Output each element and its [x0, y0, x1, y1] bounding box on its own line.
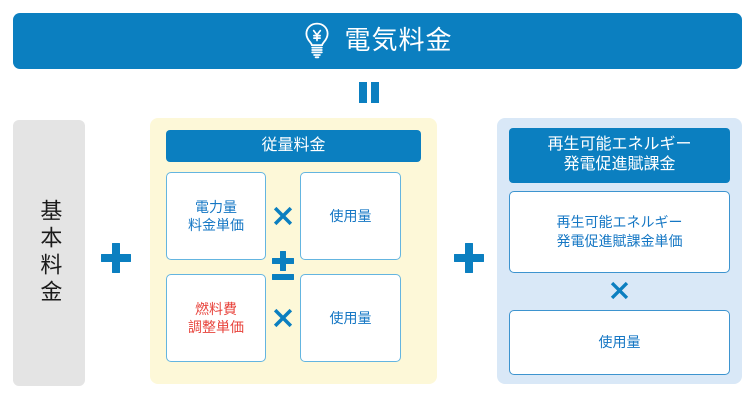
renewable-levy-unit-price-label: 再生可能エネルギー 発電促進賦課金単価	[557, 213, 683, 251]
renewable-levy-unit-price-box: 再生可能エネルギー 発電促進賦課金単価	[509, 190, 730, 273]
usage-row1-unit-price-box: 電力量 料金単価	[166, 172, 266, 261]
usage-row2-unit-price-line1: 燃料費	[195, 301, 237, 317]
usage-row1-unit-price-line1: 電力量	[195, 199, 237, 215]
renewable-levy-header-line2: 発電促進賦課金	[563, 156, 676, 174]
renewable-levy-quantity-label: 使用量	[598, 333, 641, 350]
equals-connector	[359, 82, 379, 103]
usage-row1-unit-price-line2: 料金単価	[188, 217, 244, 234]
usage-row1-unit-price-label: 電力量 料金単価	[188, 198, 244, 235]
lightbulb-yen-icon	[302, 22, 332, 60]
basic-charge-panel: 基本料金	[13, 120, 85, 386]
usage-charge-header: 従量料金	[166, 130, 421, 163]
usage-row2-unit-price-label: 燃料費 調整単価	[188, 300, 244, 337]
multiply-operator-icon	[610, 281, 629, 300]
usage-row1-quantity-box: 使用量	[300, 172, 401, 261]
basic-charge-label: 基本料金	[37, 199, 63, 307]
multiply-operator-icon	[273, 308, 293, 328]
formula-row: 基本料金 従量料金 電力量 料金単価	[0, 118, 755, 388]
page-title: 電気料金	[344, 25, 453, 55]
usage-row2-quantity-box: 使用量	[300, 274, 401, 363]
title-bar: 電気料金	[13, 13, 742, 69]
plus-operator-icon	[99, 241, 133, 275]
renewable-levy-operator-row	[509, 276, 730, 306]
renewable-levy-header: 再生可能エネルギー 発電促進賦課金	[509, 128, 730, 183]
usage-row2-unit-price-line2: 調整単価	[188, 319, 244, 336]
renewable-levy-quantity-box: 使用量	[509, 309, 730, 375]
equals-bar-left	[359, 82, 367, 103]
usage-charge-grid: 電力量 料金単価 使用量	[166, 172, 421, 363]
plus-operator-icon	[452, 241, 486, 275]
usage-row2-quantity-label: 使用量	[329, 310, 372, 327]
plus-minus-operator-icon	[271, 250, 295, 282]
multiply-operator-icon	[273, 206, 293, 226]
renewable-levy-header-line1: 再生可能エネルギー	[547, 136, 692, 153]
renewable-levy-unit-price-line2: 発電促進賦課金単価	[556, 232, 683, 249]
usage-charge-panel: 従量料金 電力量 料金単価 使用量	[150, 118, 437, 384]
renewable-levy-unit-price-line1: 再生可能エネルギー	[556, 214, 683, 231]
usage-row2-unit-price-box: 燃料費 調整単価	[166, 274, 266, 363]
equals-bar-right	[371, 82, 379, 103]
renewable-levy-panel: 再生可能エネルギー 発電促進賦課金 再生可能エネルギー 発電促進賦課金単価 使用…	[497, 118, 742, 384]
usage-row1-quantity-label: 使用量	[329, 208, 372, 225]
